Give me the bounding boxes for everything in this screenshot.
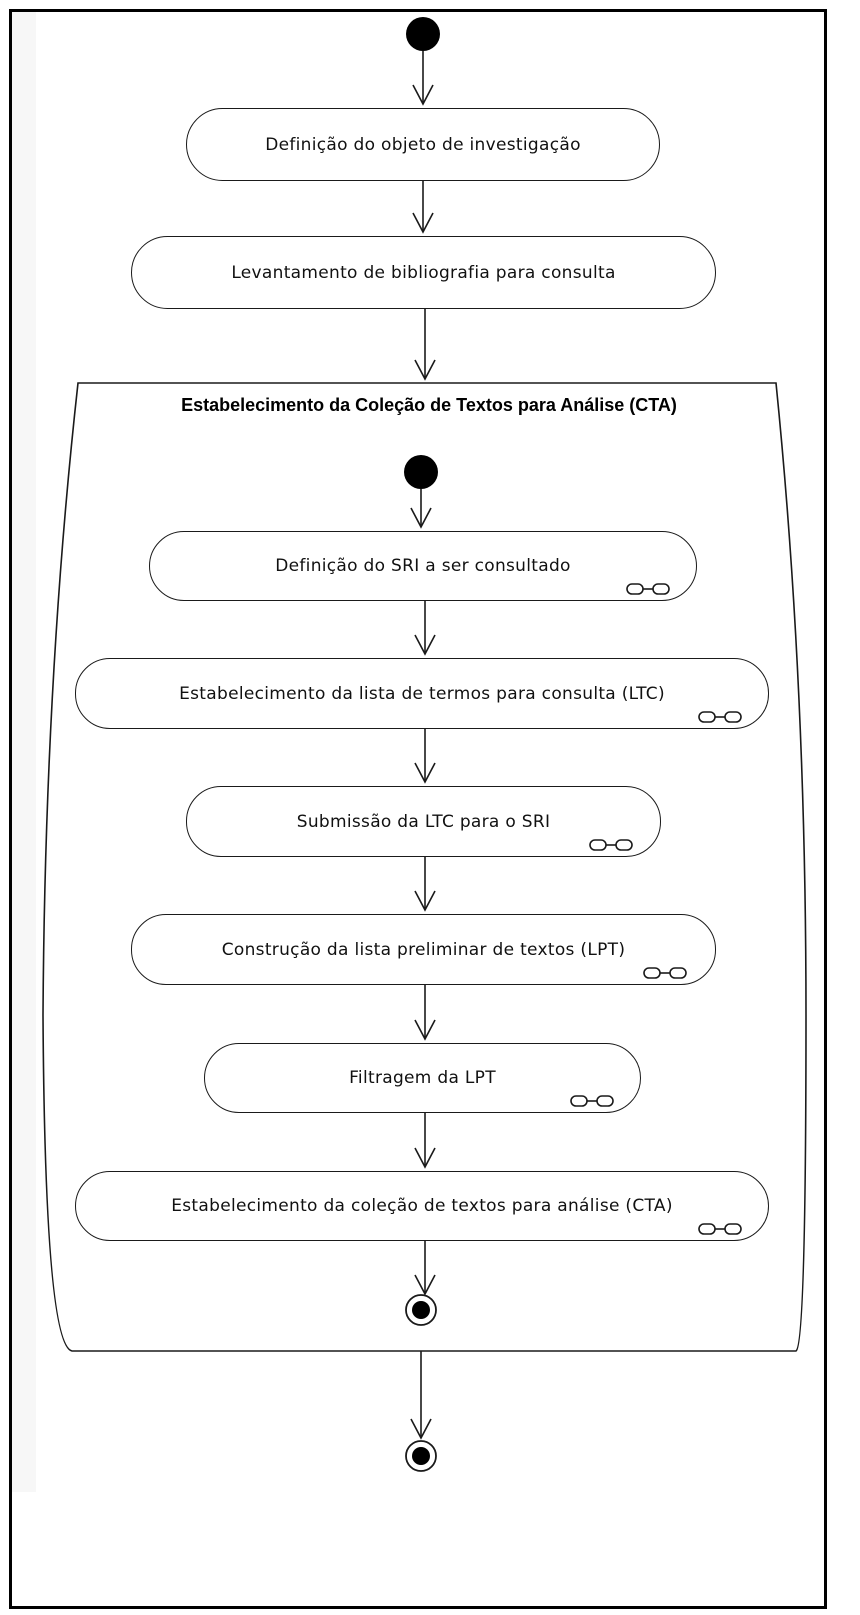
left-margin-strip [12, 12, 36, 1492]
activity-construcao-lpt: Construção da lista preliminar de textos… [131, 914, 716, 985]
activity-definicao-objeto: Definição do objeto de investigação [186, 108, 660, 181]
inner-final-node [405, 1294, 437, 1326]
activity-definicao-sri: Definição do SRI a ser consultado [149, 531, 697, 601]
rake-icon [589, 839, 633, 851]
activity-label: Levantamento de bibliografia para consul… [231, 262, 616, 283]
activity-levantamento-bibliografia: Levantamento de bibliografia para consul… [131, 236, 716, 309]
group-container [42, 382, 807, 1352]
inner-initial-node [404, 455, 438, 489]
activity-submissao-ltc: Submissão da LTC para o SRI [186, 786, 661, 857]
activity-label: Submissão da LTC para o SRI [296, 811, 551, 832]
activity-label: Estabelecimento da lista de termos para … [179, 683, 665, 704]
activity-label: Definição do objeto de investigação [265, 134, 581, 155]
rake-icon [643, 967, 687, 979]
activity-colecao-cta: Estabelecimento da coleção de textos par… [75, 1171, 769, 1241]
activity-filtragem-lpt: Filtragem da LPT [204, 1043, 641, 1113]
initial-node [406, 17, 440, 51]
activity-label: Definição do SRI a ser consultado [275, 556, 571, 576]
rake-icon [698, 711, 742, 723]
final-node [405, 1440, 437, 1472]
rake-icon [570, 1095, 614, 1107]
group-title: Estabelecimento da Coleção de Textos par… [181, 395, 677, 415]
activity-label: Construção da lista preliminar de textos… [221, 939, 626, 960]
rake-icon [698, 1223, 742, 1235]
activity-lista-termos-ltc: Estabelecimento da lista de termos para … [75, 658, 769, 729]
activity-label: Filtragem da LPT [349, 1068, 496, 1088]
activity-label: Estabelecimento da coleção de textos par… [171, 1196, 673, 1216]
rake-icon [626, 583, 670, 595]
